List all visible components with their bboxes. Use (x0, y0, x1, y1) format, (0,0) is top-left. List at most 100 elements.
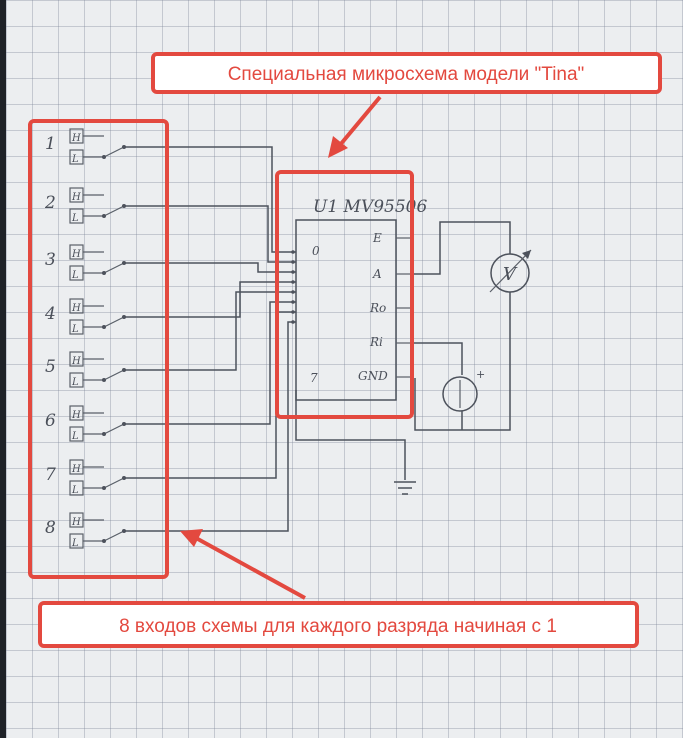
low-label: L (71, 213, 79, 224)
chip-input-last: 7 (310, 371, 318, 385)
switch-blade (103, 262, 125, 274)
pin-label-gnd: GND (358, 369, 388, 383)
wire-ri-to-source (412, 342, 463, 375)
input-wire-2 (124, 205, 296, 263)
input-wire-3 (124, 262, 296, 273)
high-label: H (71, 356, 81, 367)
switch-blade (103, 316, 125, 328)
chip: U1 MV95506 0 7 E A Ro Ri GND (295, 197, 427, 401)
input-switch-6: 6 HL (45, 405, 126, 442)
input-wiring (124, 146, 296, 532)
wire-to-ground (295, 390, 406, 480)
low-label: L (71, 324, 79, 335)
input-switch-8: 8 HL (45, 512, 126, 549)
wire-a-to-meter (412, 221, 511, 275)
high-label: H (71, 192, 81, 203)
chip-input-pin (291, 280, 295, 284)
chip-input-pin (291, 300, 295, 304)
input-number: 2 (44, 193, 56, 213)
switch-blade (103, 423, 125, 435)
input-switch-5: 5 HL (45, 351, 126, 388)
high-label: H (71, 464, 81, 475)
top-callout-box (151, 52, 662, 94)
low-label: L (71, 154, 79, 165)
input-number: 5 (45, 357, 56, 377)
low-label: L (71, 485, 79, 496)
pin-label-ri: Ri (369, 335, 383, 349)
output-circuit: V + (295, 221, 532, 495)
chip-body (295, 219, 397, 401)
bottom-callout-arrow (195, 536, 306, 600)
switch-contact (102, 539, 106, 543)
voltmeter-label: V (503, 264, 518, 285)
switch-contact (102, 271, 106, 275)
voltmeter-arrow-head (522, 250, 531, 259)
switch-pivot (122, 529, 126, 533)
inputs-highlight-frame (28, 119, 169, 579)
switch-pivot (122, 145, 126, 149)
input-wire-5 (124, 291, 296, 371)
chip-label: U1 MV95506 (313, 197, 427, 217)
pin-label-ro: Ro (369, 301, 386, 315)
source-plus-label: + (476, 368, 485, 381)
low-label: L (71, 270, 79, 281)
input-number: 7 (45, 465, 56, 485)
switch-contact (102, 432, 106, 436)
switch-blade (103, 530, 125, 542)
switch-pivot (122, 261, 126, 265)
input-switch-2: 2 HL (44, 187, 126, 224)
input-number: 1 (45, 134, 56, 154)
low-label: L (71, 431, 79, 442)
input-number: 4 (44, 304, 56, 324)
voltmeter (490, 253, 530, 293)
switch-contact (102, 325, 106, 329)
input-switch-1: 1 HL (45, 128, 126, 165)
switch-pivot (122, 368, 126, 372)
current-source (442, 376, 478, 412)
chip-highlight-frame (275, 170, 414, 419)
switch-pivot (122, 422, 126, 426)
bottom-callout-text: 8 входов схемы для каждого разряда начин… (119, 616, 557, 637)
switch-contact (102, 486, 106, 490)
switch-contact (102, 378, 106, 382)
voltmeter-arrow (489, 249, 532, 293)
switch-blade (103, 477, 125, 489)
switch-contact (102, 214, 106, 218)
high-label: H (71, 410, 81, 421)
high-label: H (71, 517, 81, 528)
switch-pivot (122, 204, 126, 208)
switch-blade (103, 369, 125, 381)
chip-input-pin (291, 270, 295, 274)
chip-input-first: 0 (312, 244, 320, 258)
input-wire-4 (124, 281, 296, 318)
input-switch-4: 4 HL (44, 298, 126, 335)
switch-blade (103, 146, 125, 158)
bottom-callout-box (38, 601, 639, 648)
pin-label-a: A (372, 267, 382, 281)
chip-input-pin (291, 290, 295, 294)
bottom-callout-arrow-head (180, 529, 203, 547)
chip-input-pin (291, 320, 295, 324)
pin-label-e: E (372, 231, 382, 245)
top-callout-arrow (338, 95, 382, 147)
chip-input-pin (291, 250, 295, 254)
input-switch-7: 7 HL (45, 459, 126, 496)
low-label: L (71, 377, 79, 388)
chip-input-pin (291, 310, 295, 314)
low-label: L (71, 538, 79, 549)
input-number: 3 (45, 250, 56, 270)
switch-contact (102, 155, 106, 159)
high-label: H (71, 133, 81, 144)
top-callout-arrow-head (328, 136, 348, 158)
switch-pivot (122, 315, 126, 319)
input-number: 8 (45, 518, 56, 538)
input-wire-6 (124, 301, 296, 425)
top-callout-text: Специальная микросхема модели "Tina" (228, 64, 585, 85)
high-label: H (71, 303, 81, 314)
high-label: H (71, 249, 81, 260)
input-number: 6 (45, 411, 56, 431)
input-wire-1 (124, 146, 296, 253)
switch-blade (103, 205, 125, 217)
